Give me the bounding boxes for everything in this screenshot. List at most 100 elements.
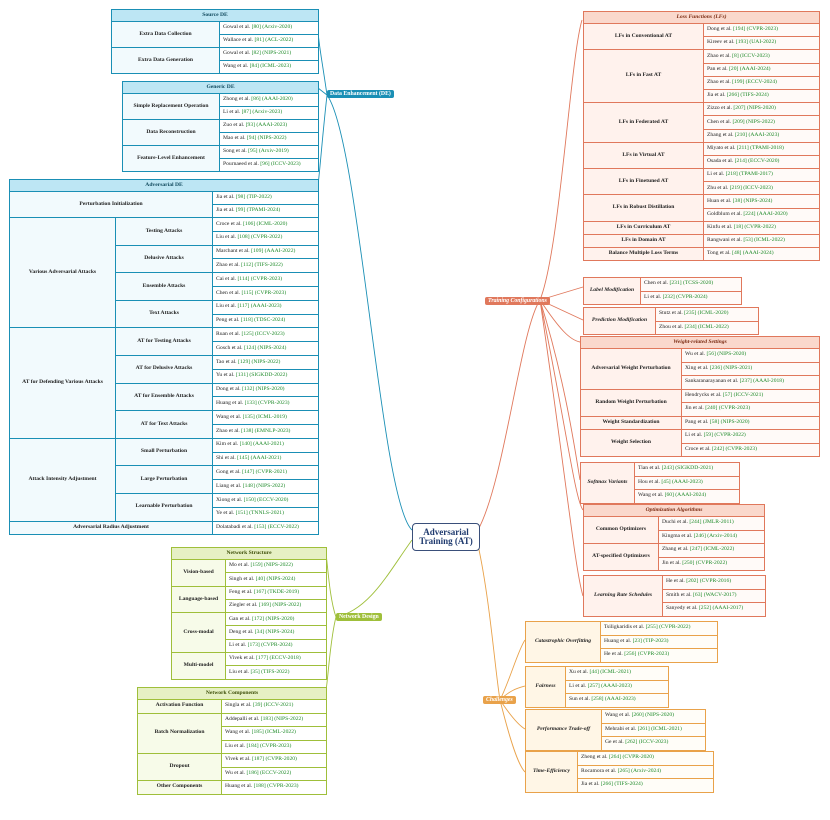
reference-entry: Huang et al. [133] (CVPR-2023) bbox=[211, 396, 320, 412]
reference-entry: Wallace et al. [81] (ACL-2022) bbox=[218, 34, 320, 48]
group-label: AT for Ensemble Attacks bbox=[115, 382, 213, 412]
reference-entry: Zheng et al. [264] (CVPR-2020) bbox=[577, 751, 714, 766]
reference-entry: Gosch et al. [124] (NIPS-2024) bbox=[211, 341, 320, 356]
reference-entry: Goldblum et al. [224] (AAAI-2020) bbox=[702, 207, 821, 222]
reference-entry: Mehrabi et al. [261] (ICML-2021) bbox=[601, 722, 706, 737]
reference-entry: Stutz et al. [235] (ICML-2020) bbox=[655, 307, 759, 322]
group-label: LFs in Conventional AT bbox=[583, 22, 704, 51]
reference-entry: Zhang et al. [210] (AAAI-2023) bbox=[702, 128, 821, 143]
network-components-table: Network Components Activation Function S… bbox=[137, 687, 327, 795]
reference-entry: Vivek et al. [177] (ECCV-2018) bbox=[224, 652, 328, 667]
reference-entry: Kim et al. [140] (AAAI-2021) bbox=[211, 437, 320, 453]
group-label: Simple Replacement Operation bbox=[122, 93, 220, 120]
group-label: Common Optimizers bbox=[583, 516, 659, 544]
table-title: Loss Functions (LFs) bbox=[582, 11, 821, 24]
reference-entry: Dong et al. [132] (NIPS-2020) bbox=[211, 382, 320, 398]
edge-nd-structure bbox=[325, 552, 337, 618]
reference-entry: Li et al. [87] (Arxiv-2023) bbox=[219, 106, 319, 120]
edge-ch-co bbox=[499, 639, 526, 701]
group-label: Extra Data Collection bbox=[111, 21, 220, 48]
reference-entry: Mao et al. [94] (NIPS-2022) bbox=[219, 132, 319, 146]
group-label: Weight Standardization bbox=[580, 415, 682, 430]
reference-entry: Jin et al. [250] (CVPR-2022) bbox=[658, 556, 765, 571]
group-label: Learnable Perturbation bbox=[115, 492, 213, 522]
group-label: LFs in Domain AT bbox=[583, 233, 704, 249]
reference-entry: Sun et al. [258] (AAAI-2023) bbox=[565, 693, 669, 708]
group-label: Dropout bbox=[137, 753, 222, 781]
edge-root-nd bbox=[335, 539, 413, 618]
reference-entry: Ziegler et al. [169] (NIPS-2022) bbox=[224, 598, 328, 614]
source-de-table: Source DE Extra Data Collection Gowal et… bbox=[110, 9, 320, 74]
reference-entry: Mo et al. [159] (NIPS-2022) bbox=[224, 558, 328, 574]
group-label: Small Perturbation bbox=[115, 437, 213, 467]
group-label: AT-specified Optimizers bbox=[583, 543, 659, 571]
edge-tc-softmax bbox=[539, 299, 581, 481]
reference-entry: Chen et al. [231] (TCSS-2020) bbox=[640, 277, 742, 292]
group-label: Performance Trade-off bbox=[525, 709, 602, 751]
edge-nd-components bbox=[325, 616, 337, 691]
challenge-catastrophic-overfitting-table: Catastrophic Overfitting Tsiligkaridis e… bbox=[525, 621, 718, 663]
reference-entry: Gan et al. [172] (NIPS-2020) bbox=[224, 612, 328, 627]
group-label: Large Perturbation bbox=[115, 465, 213, 494]
reference-entry: Jia et al. [266] (TIFS-2024) bbox=[702, 88, 821, 104]
group-label: LFs in Curriculum AT bbox=[583, 220, 704, 236]
reference-entry: He et al. [256] (CVPR-2023) bbox=[600, 648, 718, 663]
reference-entry: Pang et al. [58] (NIPS-2020) bbox=[680, 415, 821, 430]
weight-settings-table: Weight-related Settings Adversarial Weig… bbox=[579, 336, 821, 457]
reference-entry: Wu et al. [186] (ECCV-2022) bbox=[221, 766, 327, 781]
group-label: Catastrophic Overfitting bbox=[525, 621, 601, 663]
group-label: Fairness bbox=[525, 666, 566, 708]
reference-entry: Feng et al. [167] (TKDE-2019) bbox=[224, 585, 328, 600]
edge-tc-lr bbox=[539, 299, 584, 597]
reference-entry: Li et al. [173] (CVPR-2024) bbox=[224, 638, 328, 654]
reference-entry: Song et al. [95] (Arxiv-2019) bbox=[219, 145, 319, 159]
challenge-fairness-table: Fairness Xu et al. [44] (ICML-2021) Li e… bbox=[525, 666, 669, 708]
group-label: Random Weight Perturbation bbox=[580, 388, 682, 417]
edge-tc-weight bbox=[539, 299, 581, 343]
group-label: LFs in Robust Distillation bbox=[583, 194, 704, 222]
reference-entry: Wu et al. [56] (NIPS-2020) bbox=[680, 348, 821, 363]
reference-entry: Miyato et al. [211] (TPAMI-2018) bbox=[702, 141, 821, 156]
reference-entry: Jia et al. [98] (TIP-2022) bbox=[211, 191, 320, 205]
reference-entry: Zizzo et al. [207] (NIPS-2020) bbox=[702, 102, 821, 117]
reference-entry: Marchant et al. [109] (AAAI-2022) bbox=[211, 244, 320, 260]
group-label: Text Attacks bbox=[115, 299, 213, 329]
reference-entry: Liang et al. [148] (NIPS-2022) bbox=[211, 479, 320, 494]
edge-tc-loss bbox=[539, 19, 583, 301]
reference-entry: Duchi et al. [244] (JMLR-2011) bbox=[658, 516, 765, 531]
branch-label-training-configurations: Training Configurations bbox=[485, 297, 550, 305]
group-label: Cross-modal bbox=[171, 612, 226, 654]
reference-entry: Gowal et al. [82] (NIPS-2021) bbox=[218, 47, 320, 61]
reference-entry: Tsiligkaridis et al. [255] (CVPR-2022) bbox=[600, 621, 718, 636]
table-title: Adversarial DE bbox=[8, 179, 320, 192]
reference-entry: Croce et al. [106] (ICML-2020) bbox=[211, 217, 320, 232]
section-label: Attack Intensity Adjustment bbox=[9, 437, 116, 522]
prediction-modification-table: Prediction Modification Stutz et al. [23… bbox=[583, 307, 759, 335]
reference-entry: Liu et al. [184] (CVPR-2023) bbox=[221, 739, 327, 754]
reference-entry: Gong et al. [147] (CVPR-2021) bbox=[211, 465, 320, 481]
group-label: Learning Rate Schedules bbox=[583, 575, 663, 617]
reference-entry: Rangwani et al. [53] (ICML-2022) bbox=[702, 233, 821, 249]
reference-entry: Chen et al. [209] (NIPS-2022) bbox=[702, 115, 821, 130]
group-label: Vision-based bbox=[171, 559, 226, 587]
challenge-performance-tradeoff-table: Performance Trade-off Wang et al. [260] … bbox=[525, 709, 706, 751]
network-structure-table: Network Structure Vision-based Mo et al.… bbox=[170, 547, 328, 680]
group-label: Testing Attacks bbox=[115, 217, 213, 246]
reference-entry: Rocamora et al. [265] (Arxiv-2024) bbox=[577, 764, 714, 779]
group-label: Adversarial Radius Adjustment bbox=[9, 520, 213, 536]
reference-entry: Wang et al. [60] (AAAI-2024) bbox=[634, 489, 740, 504]
group-label: Multi-model bbox=[171, 652, 226, 680]
table-title: Weight-related Settings bbox=[579, 336, 821, 349]
reference-entry: Singh et al. [40] (NIPS-2024) bbox=[224, 572, 328, 587]
table-title: Network Components bbox=[137, 687, 327, 700]
edge-de-generic bbox=[317, 87, 328, 96]
group-label: Balance Multiple Loss Terms bbox=[583, 247, 704, 262]
reference-entry: Tao et al. [129] (NIPS-2022) bbox=[211, 354, 320, 370]
reference-entry: Deng et al. [34] (NIPS-2024) bbox=[224, 625, 328, 640]
reference-entry: Wang et al. [84] (ICML-2023) bbox=[218, 60, 320, 74]
reference-entry: Zhao et al. [112] (TIFS-2022) bbox=[211, 258, 320, 274]
root-line1: Adversarial bbox=[423, 527, 469, 537]
reference-entry: Zhu et al. [219] (ICCV-2023) bbox=[702, 181, 821, 196]
group-label: LFs in Virtual AT bbox=[583, 141, 704, 170]
